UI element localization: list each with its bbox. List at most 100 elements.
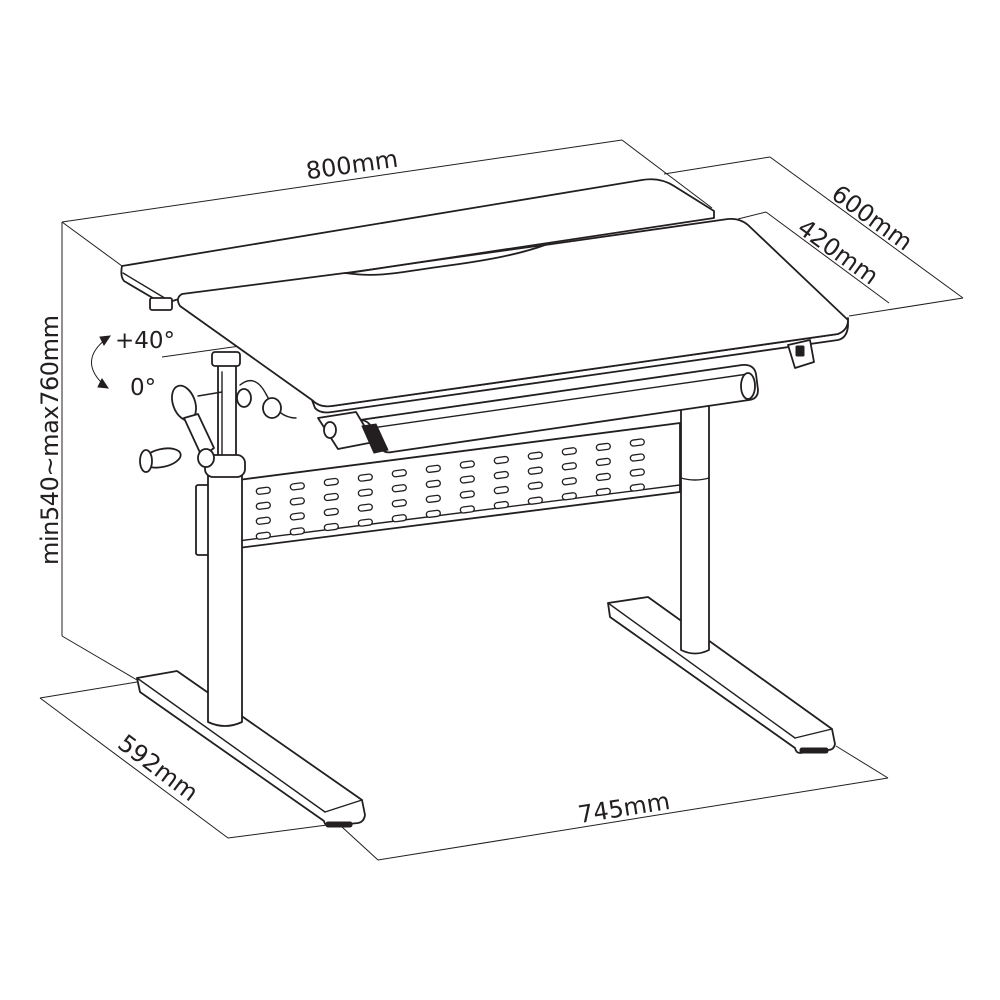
tabletop-depth-extension-top — [737, 211, 767, 220]
panel-slot — [357, 488, 373, 497]
panel-slot — [561, 462, 577, 471]
right-foot-glide — [799, 747, 829, 754]
back-bracket — [149, 297, 173, 311]
right-foot — [607, 596, 836, 754]
tabletop-surface — [177, 217, 849, 408]
tilt-cable — [239, 379, 297, 419]
left-foot — [136, 670, 366, 828]
panel-slot — [391, 469, 407, 478]
tabletop-thickness — [311, 317, 849, 414]
panel-slot — [323, 522, 339, 532]
base-width-extension-right — [835, 745, 889, 779]
left-foot-top-edge — [136, 677, 326, 813]
panel-slot — [323, 477, 339, 487]
right-column-joint — [680, 477, 710, 481]
height-extension-bottom — [61, 635, 138, 681]
panel-slot — [595, 472, 611, 482]
right-foot-top-edge — [607, 602, 796, 739]
base-depth-label: 592mm — [113, 729, 204, 807]
tilt-arrowhead-bottom-icon — [97, 378, 110, 389]
panel-slot — [527, 451, 543, 460]
height-label: min540~max760mm — [36, 315, 64, 565]
panel-slot — [493, 485, 509, 495]
crank-lower-cap — [139, 449, 153, 473]
crank-arm — [183, 413, 215, 458]
tilt-max-label: +40° — [115, 328, 175, 354]
panel-slot — [289, 482, 305, 491]
crank-hub — [197, 448, 215, 468]
panel-slot — [459, 475, 475, 484]
panel-slot — [493, 455, 509, 465]
left-foot-body — [136, 670, 366, 827]
panel-slot — [629, 483, 645, 492]
left-column — [195, 351, 246, 727]
tilt-min-label: 0° — [130, 375, 156, 401]
panel-slot — [255, 486, 271, 495]
column-top-bracket — [211, 351, 241, 367]
pencil-groove-back-edge — [344, 244, 546, 274]
crank-handle — [139, 384, 223, 473]
panel-slot — [255, 501, 271, 510]
crank-shaft — [197, 391, 223, 397]
panel-slot — [595, 487, 611, 497]
back-section-thickness-edge — [122, 272, 169, 301]
right-foot-end-edge — [794, 728, 833, 739]
base-depth-extension-front — [227, 824, 328, 839]
right-column — [680, 399, 710, 655]
panel-slot — [595, 457, 611, 467]
panel-slot — [255, 516, 271, 525]
right-under-bracket-pad — [795, 345, 805, 357]
base-width-extension-left — [341, 826, 379, 861]
back-section-top — [120, 178, 715, 305]
base-depth-dimension-line — [39, 697, 229, 839]
panel-slot — [595, 442, 611, 452]
width-dimension-line — [61, 139, 623, 223]
front-bar — [317, 364, 759, 454]
tilt-arrowhead-top-icon — [99, 335, 112, 346]
tilt-knob-right — [262, 397, 282, 419]
panel-slot — [459, 460, 475, 469]
panel-slot — [289, 512, 305, 521]
panel-slots — [255, 438, 645, 540]
panel-slot — [289, 527, 305, 536]
panel-slot — [425, 509, 441, 518]
panel-slot — [527, 481, 543, 490]
right-foot-body — [607, 596, 836, 754]
base-width-label: 745mm — [576, 787, 672, 829]
panel-slot — [357, 473, 373, 482]
panel-slot — [425, 464, 441, 473]
panel-slot — [459, 505, 475, 514]
panel-slot — [527, 466, 543, 475]
panel-slot — [561, 477, 577, 486]
panel-slot — [391, 499, 407, 508]
clamp-block — [361, 423, 389, 454]
tilt-mechanism — [236, 339, 815, 419]
total-depth-extension-top — [663, 156, 771, 175]
panel-slot — [357, 518, 373, 527]
right-column-tube — [680, 399, 710, 655]
tilting-tabletop — [177, 217, 849, 414]
panel-slot — [391, 514, 407, 523]
panel-slot — [289, 497, 305, 506]
panel-slot — [255, 531, 271, 540]
panel-slot — [629, 438, 645, 447]
left-column-lower-tube — [207, 471, 243, 727]
total-depth-dimension-line — [769, 156, 964, 299]
tilt-knob-left — [236, 388, 252, 408]
panel-slot — [527, 496, 543, 505]
panel-slot — [323, 492, 339, 502]
panel-slot — [357, 503, 373, 512]
dimension-lines — [39, 139, 964, 861]
left-foot-end-edge — [324, 799, 363, 813]
desk-back-section — [120, 178, 715, 311]
panel-slot — [561, 447, 577, 456]
panel-slot — [425, 494, 441, 503]
panel-slot — [493, 470, 509, 480]
left-column-upper-tube — [217, 361, 237, 461]
tilt-arc-arrow — [91, 338, 107, 386]
base-width-dimension-line — [377, 777, 889, 861]
panel-slot — [561, 492, 577, 501]
panel-slot — [629, 453, 645, 462]
width-extension-left — [61, 221, 123, 267]
